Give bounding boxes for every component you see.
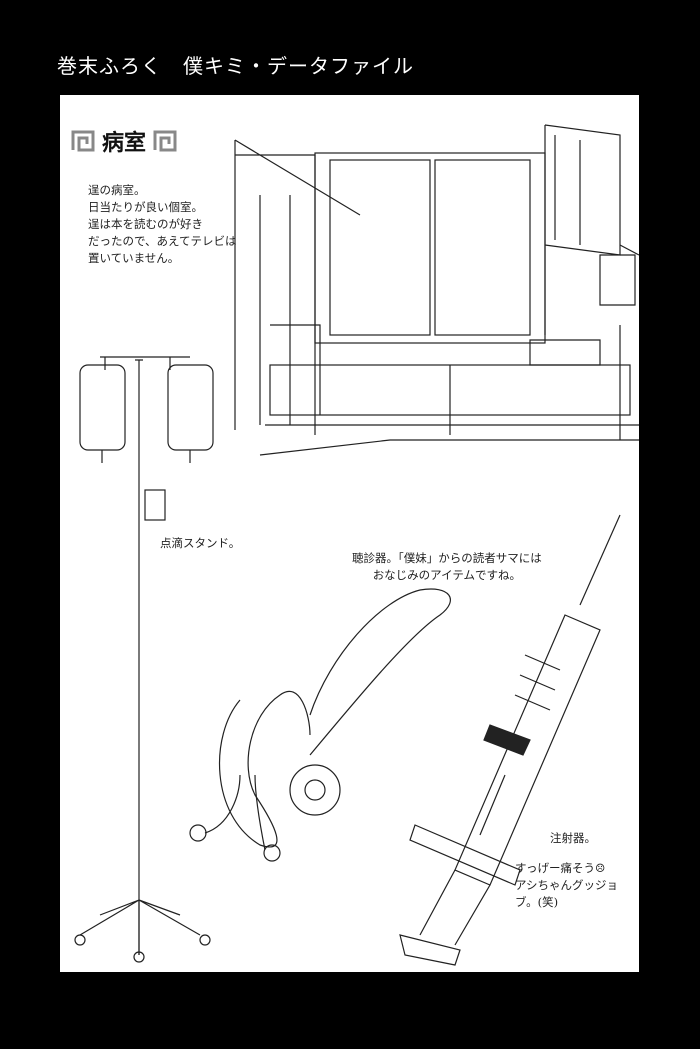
section-title-text: 病室: [102, 130, 147, 156]
iv-stand-caption: 点滴スタンド。: [160, 536, 241, 550]
illustration-panel: 病室 逞の病室。 日当たりが良い個室。 逞は本を読むのが好き だったので、あえて…: [60, 95, 639, 972]
syringe-caption-comment: すっげー痛そう☹ アシちゃんグッジョブ。(笑): [515, 861, 619, 909]
syringe-drawing: [399, 514, 621, 966]
page-header: 巻末ふろく 僕キミ・データファイル: [57, 54, 414, 78]
section-title: 病室: [70, 125, 178, 157]
room-caption: 逞の病室。 日当たりが良い個室。 逞は本を読むのが好き だったので、あえてテレビ…: [88, 183, 237, 265]
illustration-art: [74, 124, 639, 966]
hospital-room-drawing: [234, 124, 639, 456]
meander-ornament-icon: [153, 130, 177, 152]
meander-ornament-icon: [71, 130, 95, 152]
syringe-caption-title: 注射器。: [550, 831, 596, 845]
stethoscope-drawing: [189, 588, 451, 862]
iv-stand-drawing: [74, 356, 214, 963]
stethoscope-caption: 聴診器。「僕妹」からの読者サマには おなじみのアイテムですね。: [352, 551, 542, 582]
